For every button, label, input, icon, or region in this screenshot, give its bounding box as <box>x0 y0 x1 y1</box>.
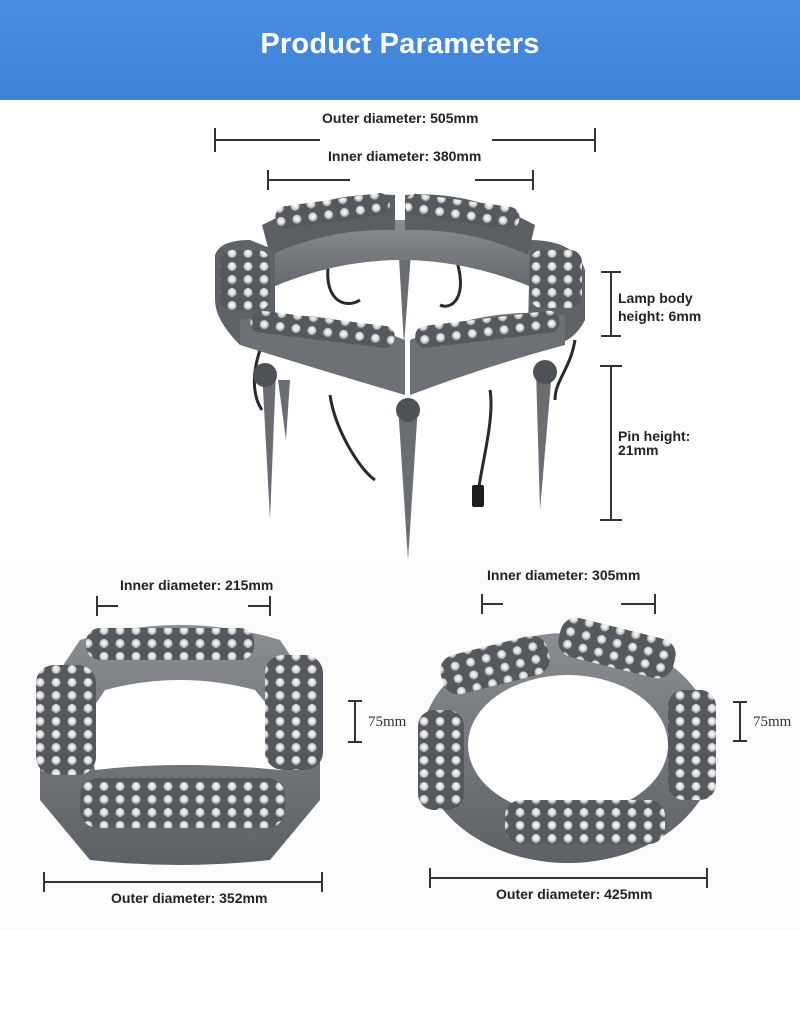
left-outer-diameter-label: Outer diameter: 352mm <box>111 890 268 906</box>
header-banner: Product Parameters <box>0 0 800 100</box>
left-inner-diameter-label: Inner diameter: 215mm <box>120 577 274 593</box>
right-outer-diameter-label: Outer diameter: 425mm <box>496 886 653 902</box>
right-height-line <box>733 701 747 742</box>
lamp-body-height-label-line1: Lamp body <box>618 290 693 306</box>
right-inner-diameter-label: Inner diameter: 305mm <box>487 567 641 583</box>
lamp-body-height-line <box>601 271 621 337</box>
left-height-label: 75mm <box>368 714 407 730</box>
pin-height-line <box>600 365 622 521</box>
top-outer-diameter-line <box>214 128 596 152</box>
left-height-line <box>348 700 362 743</box>
top-inner-diameter-label: Inner diameter: 380mm <box>328 148 482 164</box>
pin-height-label-line2: 21mm <box>618 442 659 458</box>
left-ring-fixture <box>36 625 323 865</box>
top-outer-diameter-label: Outer diameter: 505mm <box>322 110 479 126</box>
right-ring-fixture <box>418 617 716 863</box>
left-outer-diameter-line <box>43 872 323 892</box>
page-title: Product Parameters <box>260 28 540 60</box>
top-ring-fixture <box>215 193 585 560</box>
pin-height-label-line1: Pin height: <box>618 428 691 444</box>
top-inner-diameter-line <box>267 170 534 190</box>
right-height-label: 75mm <box>753 714 792 730</box>
left-inner-diameter-line <box>96 596 271 616</box>
lamp-body-height-label-line2: height: 6mm <box>618 308 702 324</box>
right-inner-diameter-line <box>481 594 656 614</box>
right-outer-diameter-line <box>429 868 708 888</box>
